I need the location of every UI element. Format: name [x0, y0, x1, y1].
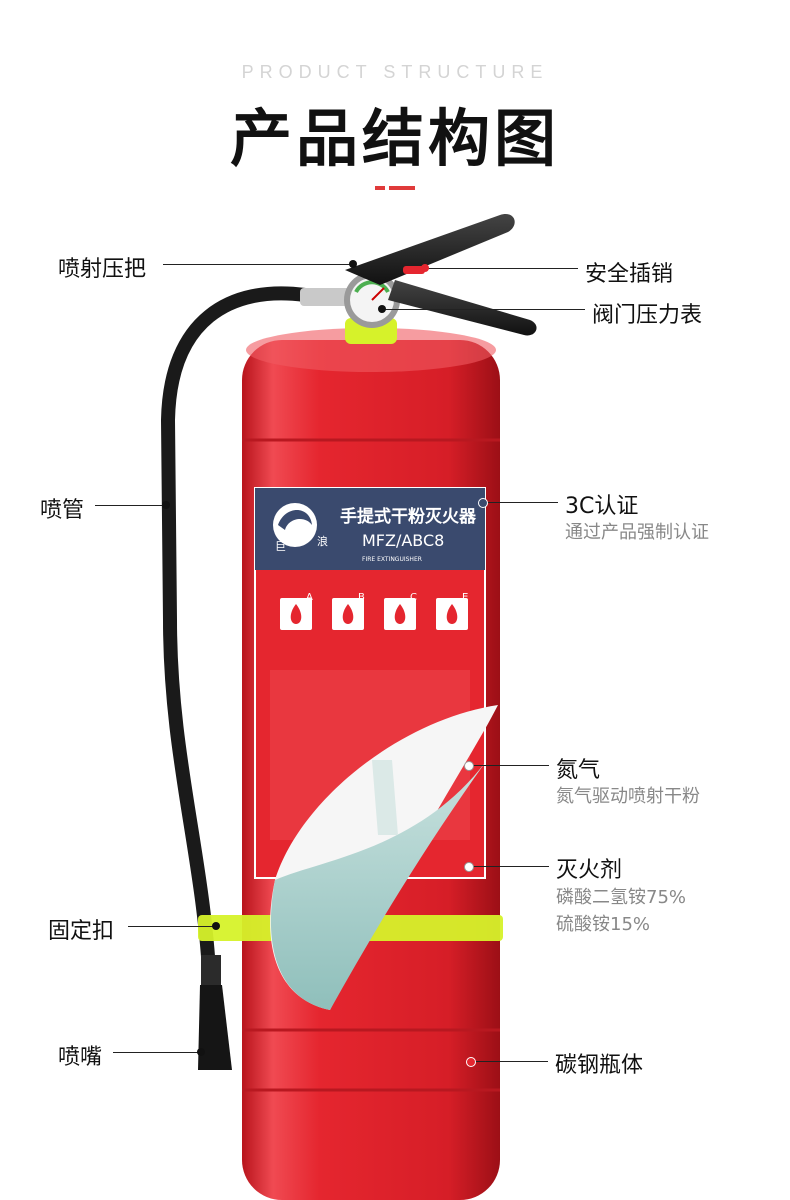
brand-mark-left: 巨: [275, 540, 286, 553]
dot-cylinder: [466, 1057, 476, 1067]
label-nozzle: 喷嘴: [58, 1045, 103, 1070]
dot-nozzle: [197, 1048, 205, 1056]
line-nozzle: [113, 1052, 201, 1053]
flame-icon: [290, 604, 302, 624]
line-certification: [482, 502, 558, 503]
label-clip: 固定扣: [48, 919, 115, 944]
page-title: 产品结构图: [229, 102, 560, 175]
label-english: FIRE EXTINGUISHER: [362, 556, 422, 563]
dot-hose: [162, 501, 170, 509]
label-agent: 灭火剂: [556, 858, 623, 883]
label-nitrogen: 氮气: [556, 758, 601, 783]
handle-bottom: [388, 280, 537, 336]
label-handle: 喷射压把: [58, 257, 147, 282]
dot-certification: [478, 498, 488, 508]
dot-handle: [349, 260, 357, 268]
dot-safety-pin: [421, 264, 429, 272]
label-gauge: 阀门压力表: [592, 303, 703, 328]
line-nitrogen: [470, 765, 549, 766]
flame-icon: [446, 604, 458, 624]
dot-agent: [464, 862, 474, 872]
title-accent: [375, 186, 415, 190]
line-hose: [95, 505, 165, 506]
line-agent: [470, 866, 549, 867]
hose: [160, 286, 312, 997]
certification-description: 通过产品强制认证: [565, 522, 709, 543]
label-certification: 3C认证: [565, 494, 639, 519]
nozzle-tip: [201, 955, 221, 985]
section-subtitle: PRODUCT STRUCTURE: [241, 62, 549, 82]
label-product-name: 手提式干粉灭火器: [340, 506, 477, 527]
dot-gauge: [378, 305, 386, 313]
powder-fill: [270, 760, 487, 1010]
line-gauge: [382, 309, 585, 310]
nitrogen-description: 氮气驱动喷射干粉: [556, 786, 700, 807]
line-clip: [128, 926, 216, 927]
label-safety-pin: 安全插销: [585, 262, 674, 287]
line-cylinder: [470, 1061, 548, 1062]
agent-description-2: 硫酸铵15%: [556, 914, 651, 935]
agent-description-1: 磷酸二氢铵75%: [556, 887, 687, 908]
fire-class-letter: B: [358, 592, 365, 603]
label-hose: 喷管: [40, 498, 85, 523]
label-model: MFZ/ABC8: [362, 531, 444, 550]
fire-class-letter: C: [410, 592, 417, 603]
fire-class-letter: A: [306, 592, 313, 603]
flame-icon: [394, 604, 406, 624]
line-handle: [163, 264, 353, 265]
dot-nitrogen: [464, 761, 474, 771]
brand-mark: 浪: [317, 534, 328, 548]
flame-icon: [342, 604, 354, 624]
handle-top: [345, 213, 515, 285]
nozzle: [198, 985, 232, 1070]
fire-class-letter: E: [462, 592, 468, 603]
label-cylinder: 碳钢瓶体: [555, 1053, 644, 1078]
dot-clip: [212, 922, 220, 930]
line-safety-pin: [425, 268, 578, 269]
